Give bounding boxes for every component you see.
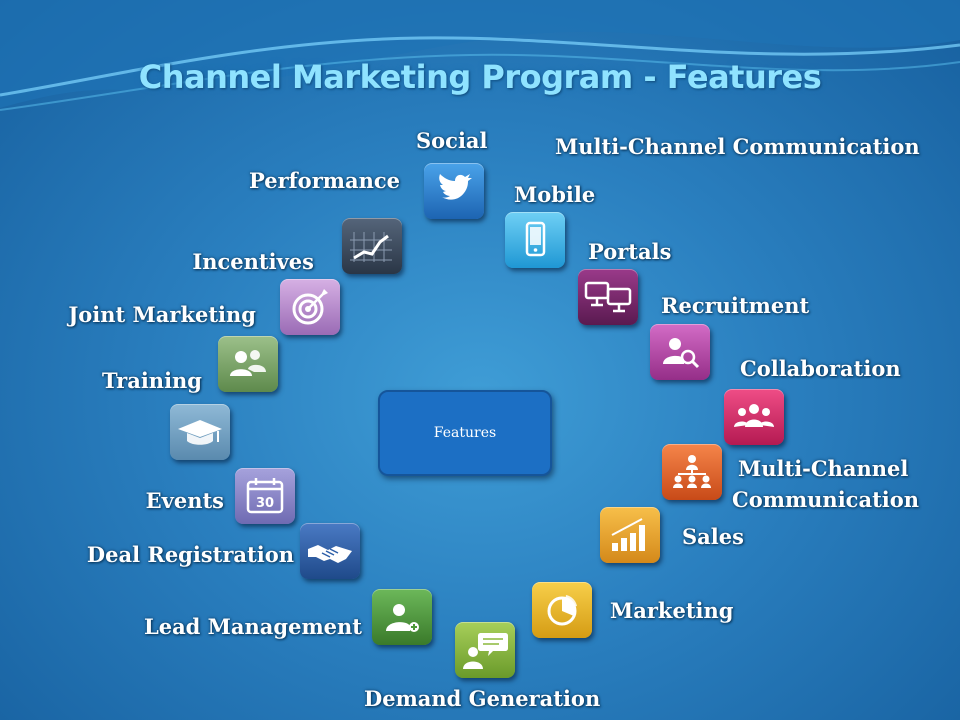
slide-title: Channel Marketing Program - Features [138, 58, 822, 96]
label-deal-registration: Deal Registration [86, 542, 294, 567]
label-events: Events [145, 488, 224, 513]
label-lead-management: Lead Management [143, 614, 362, 639]
label-joint-marketing: Joint Marketing [68, 302, 256, 327]
label-incentives: Incentives [192, 249, 314, 274]
label-mobile: Mobile [514, 182, 596, 207]
handshake-icon[interactable] [300, 523, 360, 579]
label-training: Training [102, 368, 202, 393]
features-center-label: Features [433, 425, 497, 441]
label-multi-channel-line2: Communication [732, 487, 920, 512]
mobile-phone-icon[interactable] [505, 212, 565, 268]
twitter-bird-icon[interactable] [424, 163, 484, 219]
label-recruitment: Recruitment [661, 293, 810, 318]
label-multi-channel-top: Multi-Channel Communication [555, 134, 920, 159]
speech-bubble-person-icon[interactable] [455, 622, 515, 678]
group-icon[interactable] [724, 389, 784, 445]
person-add-icon[interactable] [372, 589, 432, 645]
pie-chart-icon[interactable] [532, 582, 592, 638]
graduation-cap-icon[interactable] [170, 404, 230, 460]
features-center-box[interactable]: Features [378, 390, 552, 476]
label-collaboration: Collaboration [740, 356, 901, 381]
target-icon[interactable] [280, 279, 340, 335]
org-chart-icon[interactable] [662, 444, 722, 500]
people-icon[interactable] [218, 336, 278, 392]
monitors-icon[interactable] [578, 269, 638, 325]
calendar-icon[interactable]: 30 [235, 468, 295, 524]
label-portals: Portals [588, 239, 672, 264]
calendar-number: 30 [256, 496, 274, 511]
person-search-icon[interactable] [650, 324, 710, 380]
line-chart-icon[interactable] [342, 218, 402, 274]
label-demand-generation: Demand Generation [364, 686, 601, 711]
label-marketing: Marketing [610, 598, 734, 623]
label-performance: Performance [249, 168, 400, 193]
label-social: Social [416, 128, 488, 153]
bar-chart-icon[interactable] [600, 507, 660, 563]
header-wave [0, 0, 960, 111]
label-sales: Sales [682, 524, 744, 549]
label-multi-channel-line1: Multi-Channel [738, 456, 909, 481]
